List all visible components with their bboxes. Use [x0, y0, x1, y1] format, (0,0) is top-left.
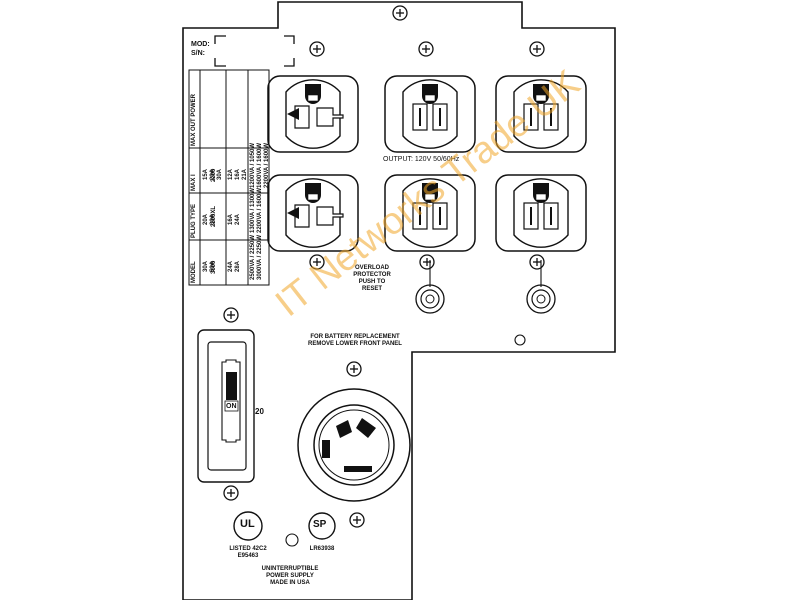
spec-table-plug: 20A [203, 213, 209, 225]
serial-bracket [214, 35, 295, 67]
screw-icon [419, 254, 435, 270]
breaker-rating: 20 [255, 407, 264, 416]
screw-icon [309, 41, 325, 57]
overload-line-1: OVERLOAD [354, 265, 390, 271]
csa-mark: SP [313, 519, 327, 530]
ul-mark: UL [240, 518, 255, 530]
spec-table-header: MODEL [191, 261, 197, 283]
spec-table-max-i: 24A [228, 260, 234, 272]
screw-icon [346, 361, 362, 377]
spec-table-plug: 30A [217, 168, 223, 180]
outlet-15a [384, 75, 476, 153]
mount-hole [514, 334, 526, 346]
spec-table-plug: 30A [210, 213, 216, 225]
reset-button[interactable] [415, 260, 445, 314]
outlet-20a [267, 174, 359, 252]
sn-label: S/N: [191, 50, 205, 57]
mod-label: MOD: [191, 41, 210, 48]
ul-line-1: LISTED 42C2 [229, 546, 267, 552]
twist-lock-input [297, 388, 411, 502]
screw-icon [349, 512, 365, 528]
screw-icon [223, 307, 239, 323]
spec-table-plug: 15A [203, 168, 209, 180]
outlet-20a [267, 75, 359, 153]
screw-icon [223, 485, 239, 501]
csa-line: LR63938 [309, 546, 335, 552]
spec-table-max-i: 21A [242, 168, 248, 180]
spec-table-power: 1300VA / 1300W [250, 187, 256, 233]
switch-on-label: ON [226, 403, 237, 410]
screw-icon [418, 41, 434, 57]
reset-button[interactable] [526, 260, 556, 314]
screw-icon [392, 5, 408, 21]
spec-table-max-i: 28A [235, 260, 241, 272]
spec-table-header: PLUG TYPE [191, 203, 197, 238]
overload-line-4: RESET [361, 286, 383, 292]
screw-icon [529, 254, 545, 270]
footer-line-3: MADE IN USA [270, 580, 310, 586]
spec-table-power: 1200VA / 1050W [250, 142, 256, 188]
footer-line-2: POWER SUPPLY [266, 573, 314, 579]
ul-line-2: E95463 [237, 553, 259, 559]
ul-logo [233, 511, 263, 541]
spec-table-max-i: 12A [228, 168, 234, 180]
spec-table-header: MAX OUT POWER [191, 94, 197, 146]
outlet-15a [495, 75, 587, 153]
output-label: OUTPUT: 120V 50/60Hz [383, 156, 460, 163]
screw-icon [529, 41, 545, 57]
overload-line-3: PUSH TO [358, 279, 386, 285]
outlet-15a [384, 174, 476, 252]
power-switch[interactable] [197, 329, 255, 483]
spec-table-power: 2200VA / 1600W [257, 187, 263, 233]
spec-table-plug: 50A [210, 260, 216, 272]
spec-table-max-i: 24A [235, 213, 241, 225]
overload-line-2: PROTECTOR [353, 272, 391, 278]
spec-table-power: 2500VA / 2250W [250, 234, 256, 280]
battery-line-1: FOR BATTERY REPLACEMENT [310, 334, 400, 340]
outlet-15a [495, 174, 587, 252]
spec-table-frame [188, 69, 270, 286]
spec-table-max-i: 16A [235, 168, 241, 180]
spec-table-header: MAX I [191, 174, 197, 191]
spec-table-plug: 30A [203, 260, 209, 272]
spec-table-power: 1600VA / 1600W [257, 142, 263, 188]
spec-table-power: 3000VA / 2250W [257, 234, 263, 280]
csa-logo [308, 512, 336, 540]
spec-table-max-i: 16A [228, 213, 234, 225]
screw-icon [309, 254, 325, 270]
footer-line-1: UNINTERRUPTIBLE [261, 566, 319, 572]
battery-line-2: REMOVE LOWER FRONT PANEL [308, 341, 402, 347]
indicator-hole [285, 533, 299, 547]
spec-table-power: 2200VA / 1600W [264, 142, 270, 188]
spec-table-plug: 20A [210, 168, 216, 180]
